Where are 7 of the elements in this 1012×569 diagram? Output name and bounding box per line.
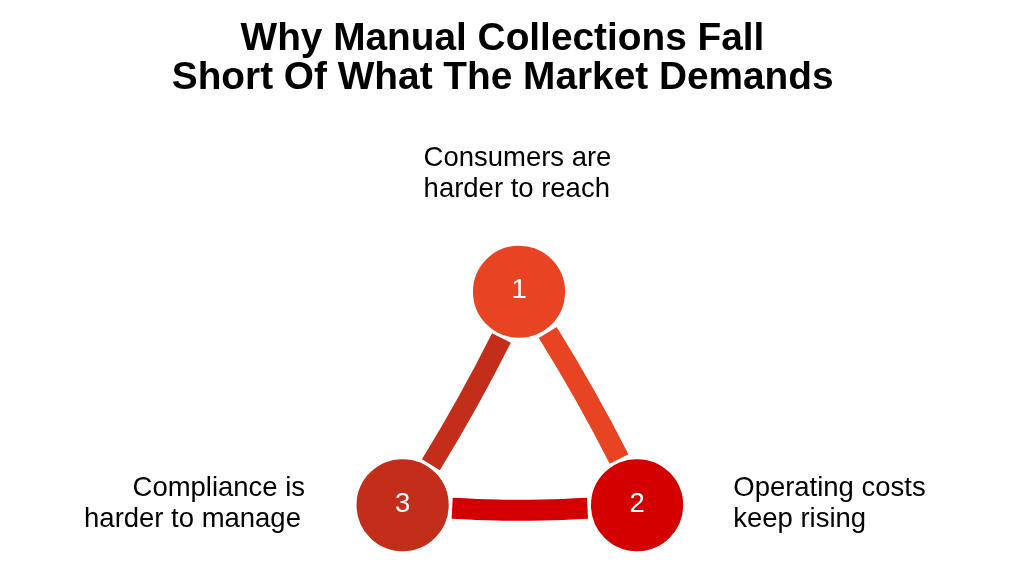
node-label: Consumers are harder to reach	[423, 140, 611, 203]
diagram-title: Why Manual Collections Fall Short Of What The Market Demands	[171, 15, 834, 98]
node-label: Compliance is harder to manage	[83, 471, 305, 534]
connector	[538, 326, 628, 464]
node-label: Operating costs keep rising	[732, 471, 926, 534]
connector	[421, 333, 511, 471]
connector	[451, 497, 588, 521]
